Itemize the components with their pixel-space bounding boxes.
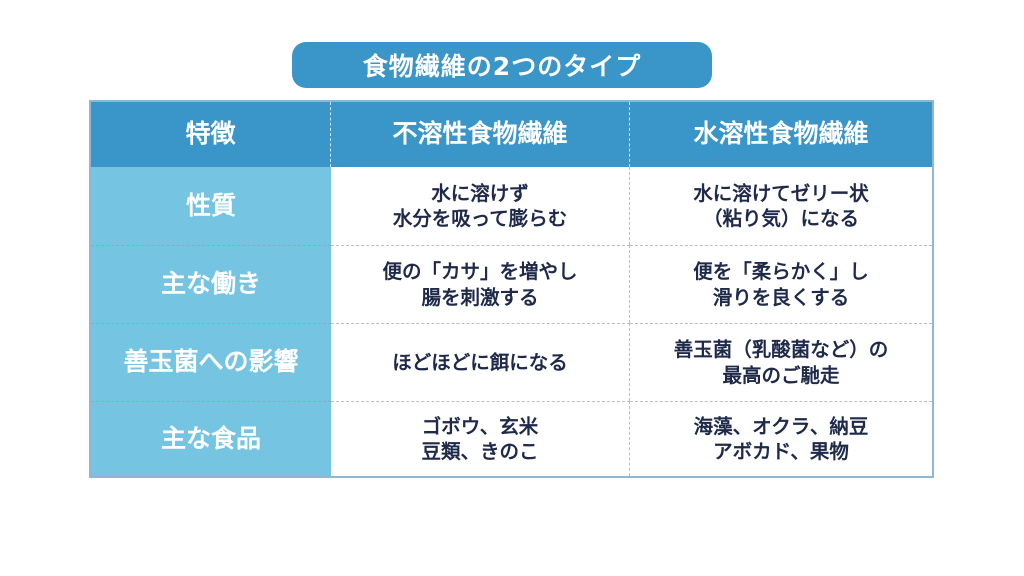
cell-line: 滑りを良くする xyxy=(712,285,850,309)
cell-line: 海藻、オクラ、納豆 xyxy=(693,414,869,438)
row-label-property: 性質 xyxy=(91,167,331,245)
cell-line: 善玉菌（乳酸菌など）の xyxy=(673,338,889,362)
row-label-function: 主な働き xyxy=(91,245,331,323)
cell-soluble-good-bacteria: 善玉菌（乳酸菌など）の 最高のご馳走 xyxy=(630,323,932,401)
cell-line: ほどほどに餌になる xyxy=(392,350,568,374)
cell-line: 便の「カサ」を増やし xyxy=(382,260,578,284)
cell-insoluble-function: 便の「カサ」を増やし 腸を刺激する xyxy=(331,245,630,323)
cell-soluble-property: 水に溶けてゼリー状 （粘り気）になる xyxy=(630,167,932,245)
header-insoluble-fiber: 不溶性食物繊維 xyxy=(331,102,630,167)
cell-line: 水に溶けず xyxy=(431,181,529,205)
cell-insoluble-foods: ゴボウ、玄米 豆類、きのこ xyxy=(331,401,630,476)
comparison-table: 特徴 不溶性食物繊維 水溶性食物繊維 性質 水に溶けず 水分を吸って膨らむ 水に… xyxy=(89,100,934,478)
cell-line: 水分を吸って膨らむ xyxy=(392,207,568,230)
cell-line: アボカド、果物 xyxy=(713,440,849,463)
cell-soluble-foods: 海藻、オクラ、納豆 アボカド、果物 xyxy=(630,401,932,476)
row-label-main-foods: 主な食品 xyxy=(91,401,331,476)
cell-insoluble-good-bacteria: ほどほどに餌になる xyxy=(331,323,630,401)
cell-insoluble-property: 水に溶けず 水分を吸って膨らむ xyxy=(331,167,630,245)
cell-line: 腸を刺激する xyxy=(421,285,539,309)
header-soluble-fiber: 水溶性食物繊維 xyxy=(630,102,932,167)
cell-soluble-function: 便を「柔らかく」し 滑りを良くする xyxy=(630,245,932,323)
cell-line: 便を「柔らかく」し xyxy=(693,260,869,284)
cell-line: ゴボウ、玄米 xyxy=(421,414,539,438)
cell-line: （粘り気）になる xyxy=(702,207,859,230)
cell-line: 最高のご馳走 xyxy=(722,363,840,387)
header-feature: 特徴 xyxy=(91,102,331,167)
cell-line: 水に溶けてゼリー状 xyxy=(693,181,869,205)
row-label-good-bacteria-effect: 善玉菌への影響 xyxy=(91,323,331,401)
page-title: 食物繊維の2つのタイプ xyxy=(292,42,712,88)
cell-line: 豆類、きのこ xyxy=(421,440,539,463)
